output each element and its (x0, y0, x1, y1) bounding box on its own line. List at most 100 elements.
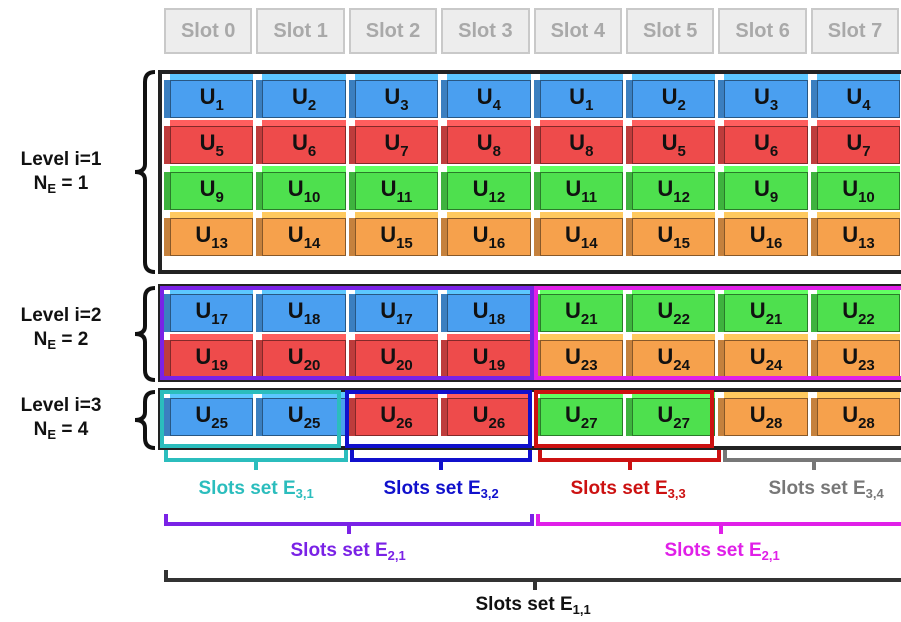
cell-front-face: U13 (170, 218, 254, 256)
cell-top-face (447, 74, 531, 80)
slot-set-label-5: Slots set E2,1 (665, 540, 780, 563)
ne-value: = 1 (56, 173, 89, 194)
unit-label: U10 (842, 176, 875, 206)
cell-front-face: U17 (170, 294, 254, 332)
slot-header-2: Slot 2 (348, 8, 438, 54)
cell-top-face (170, 120, 254, 126)
unit-index: 15 (396, 235, 413, 252)
cell-front-face: U13 (816, 218, 901, 256)
cell-side-face (348, 172, 355, 210)
unit-label: U7 (846, 130, 871, 160)
cell-side-face (348, 340, 355, 378)
cell-side-face (441, 126, 448, 164)
unit-index: 22 (858, 311, 875, 328)
unit-cell: U16 (441, 212, 531, 256)
cell-top-face (632, 120, 716, 126)
cell-top-face (262, 334, 346, 340)
cell-side-face (256, 398, 263, 436)
unit-cell: U8 (533, 120, 623, 164)
unit-label: U10 (287, 176, 321, 206)
unit-label: U18 (472, 298, 506, 328)
unit-cell: U19 (164, 334, 254, 378)
unit-cell: U11 (348, 166, 439, 210)
cell-front-face: U17 (354, 294, 439, 332)
unit-index: 1 (215, 97, 224, 114)
unit-cell: U1 (164, 74, 254, 118)
cell-top-face (632, 166, 716, 172)
cell-side-face (441, 218, 448, 256)
unit-index: 18 (488, 311, 506, 328)
unit-label: U22 (842, 298, 875, 328)
cell-side-face (810, 172, 817, 210)
unit-index: 9 (215, 189, 224, 206)
slot-set-label-1: Slots set E3,2 (384, 478, 499, 501)
cell-top-face (539, 74, 623, 80)
cell-front-face: U28 (816, 398, 901, 436)
cell-top-face (724, 288, 808, 294)
cell-front-face: U12 (447, 172, 531, 210)
cell-front-face: U21 (539, 294, 623, 332)
cell-top-face (447, 334, 531, 340)
unit-cell: U26 (441, 392, 531, 436)
unit-cell: U20 (256, 334, 346, 378)
slot-header-7: Slot 7 (810, 8, 900, 54)
bracket-e21-left-tick (347, 526, 351, 534)
level-1-brace (134, 70, 156, 274)
cell-side-face (626, 340, 632, 378)
unit-index: 7 (862, 143, 871, 160)
cell-front-face: U3 (724, 80, 808, 118)
bracket-e21-left (164, 514, 534, 526)
unit-index: 6 (769, 143, 779, 160)
cell-front-face: U14 (539, 218, 623, 256)
bracket-e33 (538, 450, 721, 462)
unit-label: U6 (291, 130, 317, 160)
cell-top-face (447, 120, 531, 126)
cell-side-face (256, 126, 263, 164)
cell-front-face: U11 (354, 172, 439, 210)
cell-top-face (724, 392, 808, 398)
slot-header-5: Slot 5 (626, 8, 715, 54)
unit-label: U22 (657, 298, 690, 328)
unit-index: 12 (673, 189, 690, 206)
unit-cell: U27 (533, 392, 623, 436)
cell-front-face: U6 (724, 126, 808, 164)
cell-top-face (539, 392, 623, 398)
unit-index: 5 (215, 143, 224, 160)
unit-index: 10 (303, 189, 321, 206)
unit-label: U15 (380, 222, 413, 252)
unit-label: U20 (380, 344, 413, 374)
cell-front-face: U19 (170, 340, 254, 378)
cell-side-face (164, 80, 170, 118)
unit-index: 26 (396, 415, 413, 432)
ne-symbol: N (33, 419, 48, 440)
ne-value: = 4 (56, 419, 89, 440)
cell-front-face: U1 (539, 80, 623, 118)
cell-front-face: U26 (354, 398, 439, 436)
cell-side-face (256, 172, 263, 210)
unit-index: 20 (303, 357, 321, 374)
unit-index: 2 (307, 97, 317, 114)
unit-label: U24 (657, 344, 690, 374)
unit-index: 11 (581, 189, 598, 206)
ne-symbol: N (33, 173, 48, 194)
cell-front-face: U6 (262, 126, 346, 164)
unit-label: U26 (472, 402, 506, 432)
cell-side-face (533, 126, 540, 164)
unit-label: U8 (569, 130, 594, 160)
unit-label: U17 (380, 298, 413, 328)
cell-top-face (724, 334, 808, 340)
unit-cell: U28 (810, 392, 901, 436)
unit-cell: U12 (441, 166, 531, 210)
slot-set-label-6: Slots set E1,1 (476, 594, 591, 617)
cell-top-face (724, 212, 808, 218)
unit-label: U1 (569, 84, 594, 114)
cell-top-face (262, 392, 346, 398)
cell-top-face (632, 74, 716, 80)
cell-front-face: U20 (262, 340, 346, 378)
cell-side-face (718, 80, 725, 118)
cell-front-face: U7 (354, 126, 439, 164)
unit-cell: U24 (626, 334, 716, 378)
unit-cell: U25 (256, 392, 346, 436)
cell-top-face (724, 166, 808, 172)
